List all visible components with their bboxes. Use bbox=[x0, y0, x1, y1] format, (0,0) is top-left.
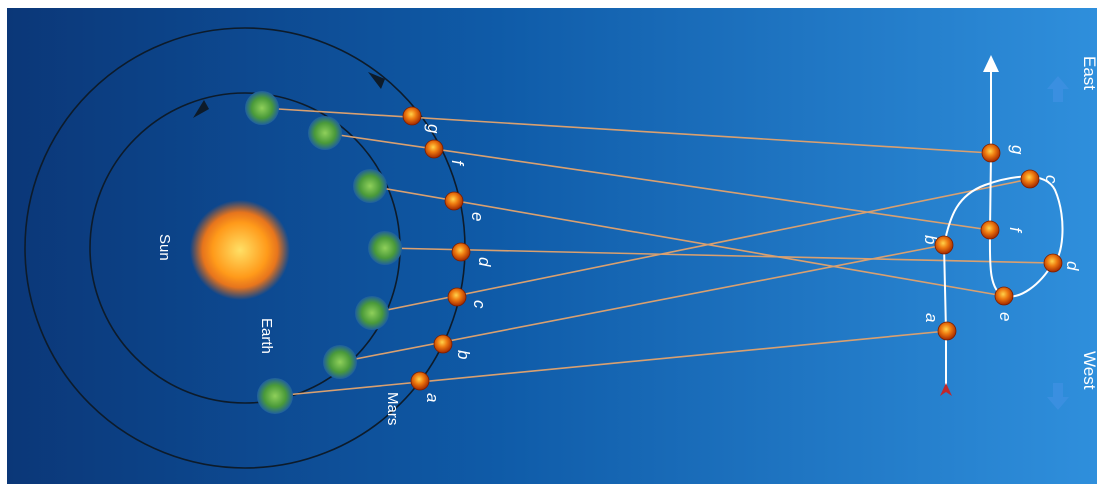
mars-orbit-g bbox=[402, 106, 422, 126]
mars-sky-f bbox=[980, 220, 1000, 240]
mars-orbit-a bbox=[410, 371, 430, 391]
earth-c bbox=[355, 296, 389, 330]
label-sun: Sun bbox=[156, 234, 173, 261]
mars-orbit-b bbox=[433, 334, 453, 354]
label-earth: Earth bbox=[258, 318, 275, 354]
mars-orbit-positions bbox=[402, 106, 471, 391]
sky-label-c: c bbox=[1042, 175, 1061, 184]
mars-orbit-d bbox=[451, 242, 471, 262]
retrograde-loop bbox=[942, 70, 1064, 332]
earth-g bbox=[245, 91, 279, 125]
orbit-label-g: g bbox=[424, 124, 443, 134]
labels: East West Sun Earth Mars a b c d e f g a… bbox=[156, 56, 1099, 425]
label-west: West bbox=[1080, 351, 1099, 390]
earth-e bbox=[353, 169, 387, 203]
label-mars: Mars bbox=[384, 392, 401, 425]
sight-line-g bbox=[261, 107, 992, 154]
orbit-label-b: b bbox=[454, 350, 473, 359]
earth-positions bbox=[245, 91, 402, 414]
path-tail-icon bbox=[940, 383, 952, 396]
mars-sky-c bbox=[1020, 169, 1040, 189]
sight-line-c bbox=[371, 178, 1031, 314]
mars-sky-a bbox=[937, 321, 957, 341]
mars-orbit-c bbox=[447, 287, 467, 307]
sky-label-f: f bbox=[1006, 227, 1025, 234]
earth-orbit-arrow-icon bbox=[193, 100, 209, 118]
mars-orbit-arrow-icon bbox=[368, 72, 385, 89]
mars-sky-g bbox=[981, 143, 1001, 163]
earth-a bbox=[257, 378, 293, 414]
label-east: East bbox=[1080, 56, 1099, 90]
orbit-label-d: d bbox=[475, 257, 494, 267]
orbit-label-a: a bbox=[423, 393, 442, 402]
orbit-label-e: e bbox=[468, 212, 487, 221]
west-arrow-icon bbox=[1047, 383, 1069, 410]
earth-b bbox=[323, 345, 357, 379]
mars-orbit-e bbox=[444, 191, 464, 211]
sky-label-b: b bbox=[921, 235, 940, 244]
path-arrow-east-icon bbox=[983, 55, 999, 72]
earth-d bbox=[368, 231, 402, 265]
sight-line-a bbox=[274, 330, 948, 397]
mars-sky-b bbox=[934, 235, 954, 255]
earth-f bbox=[308, 116, 342, 150]
orbit-label-f: f bbox=[448, 160, 467, 167]
apparent-path bbox=[940, 55, 1064, 396]
sky-label-d: d bbox=[1063, 261, 1082, 271]
east-arrow-icon bbox=[1047, 76, 1069, 102]
mars-sky-e bbox=[994, 286, 1014, 306]
sky-label-e: e bbox=[996, 312, 1015, 321]
sight-line-e bbox=[369, 185, 1005, 297]
sky-label-a: a bbox=[922, 313, 941, 322]
sky-label-g: g bbox=[1008, 145, 1027, 155]
orbit-label-c: c bbox=[470, 300, 489, 309]
background bbox=[7, 8, 1097, 484]
mars-sky-d bbox=[1043, 253, 1063, 273]
sun bbox=[190, 200, 290, 300]
mars-orbit-f bbox=[424, 139, 444, 159]
mars-sky-positions bbox=[934, 143, 1063, 341]
sight-line-d bbox=[384, 247, 1054, 264]
